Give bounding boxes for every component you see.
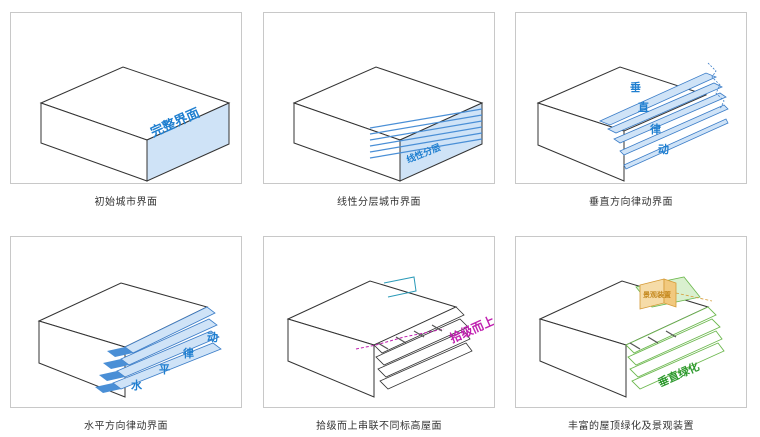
vertical-fins <box>598 72 729 170</box>
panel-frame: 完整界面 <box>10 12 242 184</box>
green-stepped-terraces <box>625 306 725 390</box>
panel-frame: 景观装置 垂直绿化 <box>515 236 747 408</box>
label-horizontal-3: 律 <box>182 346 194 360</box>
label-vertical-1: 垂 <box>630 80 641 94</box>
panel-frame: 拾级而上 <box>263 236 495 408</box>
stair-markers <box>629 330 677 350</box>
diagram-panel-linear-layered: 线性分层 线性分层城市界面 <box>263 12 495 208</box>
horizontal-steps <box>112 306 222 390</box>
panel-frame: 线性分层 <box>263 12 495 184</box>
panel-caption: 垂直方向律动界面 <box>589 197 673 208</box>
label-horizontal-2: 平 <box>159 363 170 376</box>
block-left-face <box>287 318 375 398</box>
label-horizontal-1: 水 <box>131 378 143 392</box>
label-landscape-installation: 景观装置 <box>642 290 671 299</box>
label-vertical-3: 律 <box>649 122 661 136</box>
diagram-panel-horizontal-rhythm: 水 平 律 动 水平方向律动界面 <box>10 236 242 432</box>
label-vertical-4: 动 <box>658 142 669 156</box>
panel-caption: 初始城市界面 <box>94 197 158 208</box>
landscape-installation <box>639 278 713 310</box>
panel-caption: 水平方向律动界面 <box>84 421 168 432</box>
panel-frame: 水 平 律 动 <box>10 236 242 408</box>
rooftop-cyan-outline <box>383 276 417 298</box>
block-left-face <box>537 102 625 182</box>
label-horizontal-4: 动 <box>207 330 218 344</box>
layer-lines <box>369 108 483 159</box>
panel-caption: 线性分层城市界面 <box>337 197 421 208</box>
rooftop-greenery-drawing: 景观装置 垂直绿化 <box>538 276 725 398</box>
stepped-roofs-drawing: 拾级而上 <box>286 276 494 398</box>
horizontal-step-risers <box>95 347 133 393</box>
panel-caption: 丰富的屋顶绿化及景观装置 <box>568 421 694 432</box>
diagram-panel-stepped-roofs: 拾级而上 拾级而上串联不同标高屋面 <box>263 236 495 432</box>
diagram-panel-initial: 完整界面 初始城市界面 <box>10 12 242 208</box>
panel-caption: 拾级而上串联不同标高屋面 <box>316 421 442 432</box>
label-vertical-2: 直 <box>638 100 649 114</box>
vertical-rhythm-drawing: 垂 直 律 动 <box>536 62 729 182</box>
initial-block-drawing: 完整界面 <box>39 66 231 182</box>
panel-frame: 垂 直 律 动 <box>515 12 747 184</box>
rhythm-indicator-line <box>707 62 725 110</box>
diagram-panel-vertical-rhythm: 垂 直 律 动 垂直方向律动界面 <box>515 12 747 208</box>
connection-path <box>355 328 445 350</box>
block-right-face-highlight <box>146 102 230 182</box>
block-right-face <box>399 102 483 182</box>
stepped-terraces <box>373 306 473 390</box>
block-left-face <box>539 318 627 398</box>
stair-markers <box>377 324 443 350</box>
diagram-panel-rooftop-greenery: 景观装置 垂直绿化 丰富的屋顶绿化及景观装置 <box>515 236 747 432</box>
layered-block-drawing: 线性分层 <box>292 66 484 182</box>
horizontal-rhythm-drawing: 水 平 律 动 <box>37 282 222 398</box>
